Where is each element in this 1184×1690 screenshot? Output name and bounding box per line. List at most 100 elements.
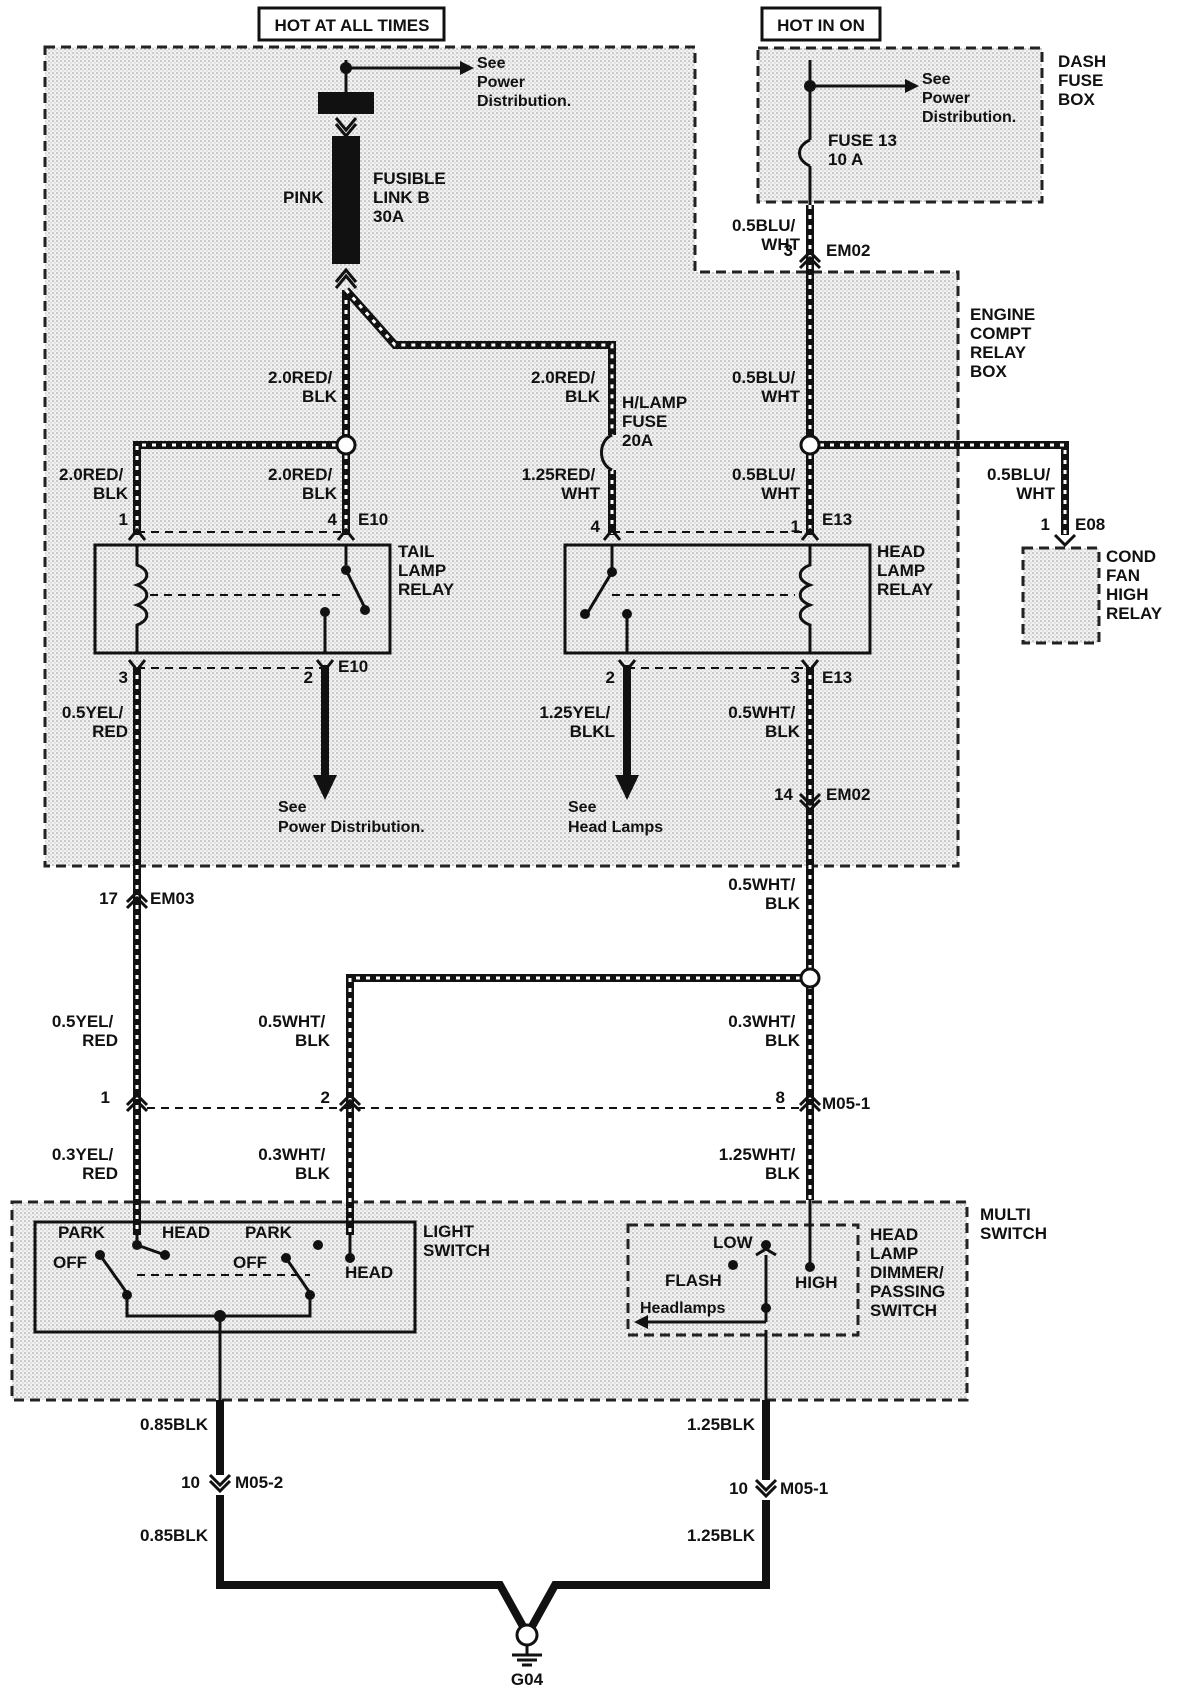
wire-label-0.5yel-red-2: 0.5YEL/ RED xyxy=(52,1012,118,1050)
wire-wht-blk xyxy=(346,665,814,1235)
tail-lamp-relay-label: TAIL LAMP RELAY xyxy=(398,542,455,599)
wire-ground-right xyxy=(526,1400,778,1632)
connector-m05-1-label-1: M05-1 xyxy=(822,1094,870,1113)
light-switch xyxy=(33,1220,417,1400)
connector-e10-label-2: E10 xyxy=(338,657,368,676)
connector-em03 xyxy=(125,889,149,910)
see-power-distribution-dash: See Power Distribution. xyxy=(922,71,1016,126)
multi-switch-label: MULTI SWITCH xyxy=(980,1205,1047,1243)
ground-g04 xyxy=(512,1623,542,1667)
flash-label: FLASH xyxy=(665,1271,722,1290)
wire-label-2.0red-blk-3: 2.0RED/ BLK xyxy=(59,465,129,503)
fusible-link-b xyxy=(318,60,474,289)
fuse-13-label: FUSE 13 10 A xyxy=(828,131,902,169)
wire-label-0.5blu-wht-2: 0.5BLU/ WHT xyxy=(732,368,801,406)
park-label-2: PARK xyxy=(245,1223,293,1242)
wire-label-0.5wht-blk-1: 0.5WHT/ BLK xyxy=(728,703,801,741)
dash-fuse-box-label: DASH FUSE BOX xyxy=(1058,52,1111,109)
pin-14-em02: 14 xyxy=(774,785,793,804)
connector-em02-top xyxy=(798,249,822,270)
pin-1-e10: 1 xyxy=(119,510,128,529)
pin-4-e13: 4 xyxy=(591,517,601,536)
light-switch-label: LIGHT SWITCH xyxy=(423,1222,490,1260)
connector-em02-label-2: EM02 xyxy=(826,785,870,804)
dimmer-passing-switch xyxy=(626,1200,860,1410)
tail-lamp-relay xyxy=(93,527,392,673)
pin-1-e08: 1 xyxy=(1041,515,1050,534)
headlamps-label: Headlamps xyxy=(640,1300,725,1317)
wire-label-0.5wht-blk-3: 0.5WHT/ BLK xyxy=(258,1012,331,1050)
wire-to-power-distribution xyxy=(313,665,337,800)
wire-label-1.25red-wht: 1.25RED/ WHT xyxy=(522,465,601,503)
multi-switch-region xyxy=(10,1200,969,1402)
wire-red-blk-tail xyxy=(133,441,350,535)
fusible-link-label: FUSIBLE LINK B 30A xyxy=(373,169,450,226)
pin-8-m05-1: 8 xyxy=(776,1088,785,1107)
head-label-2: HEAD xyxy=(345,1263,393,1282)
cond-fan-relay-region xyxy=(1021,546,1101,645)
wire-label-1.25yel-blkl: 1.25YEL/ BLKL xyxy=(539,703,615,741)
wire-label-0.3wht-blk-2: 0.3WHT/ BLK xyxy=(258,1145,331,1183)
off-label-1: OFF xyxy=(53,1253,87,1272)
pin-4-e10: 4 xyxy=(328,510,338,529)
wire-label-2.0red-blk-1: 2.0RED/ BLK xyxy=(268,368,338,406)
pin-17-em03: 17 xyxy=(99,889,118,908)
wire-label-1.25blk-2: 1.25BLK xyxy=(687,1526,756,1545)
high-label: HIGH xyxy=(795,1273,838,1292)
wire-label-1.25wht-blk: 1.25WHT/ BLK xyxy=(719,1145,801,1183)
wire-label-0.85blk-2: 0.85BLK xyxy=(140,1526,209,1545)
ground-g04-label: G04 xyxy=(511,1670,544,1689)
head-lamp-relay xyxy=(563,527,872,673)
see-head-lamps: See Head Lamps xyxy=(568,799,663,836)
connector-e13-label-2: E13 xyxy=(822,668,852,687)
see-power-distribution-top: See Power Distribution. xyxy=(477,55,571,110)
hlamp-fuse-symbol xyxy=(600,433,613,472)
connector-em02-bottom xyxy=(798,792,822,813)
header-hot-at-all-times-text: HOT AT ALL TIMES xyxy=(275,16,430,35)
cond-fan-high-relay-label: COND FAN HIGH RELAY xyxy=(1106,547,1163,623)
connector-e13-label-1: E13 xyxy=(822,510,852,529)
connector-em02-label-1: EM02 xyxy=(826,241,870,260)
pin-10-m05-2: 10 xyxy=(181,1473,200,1492)
engine-compt-relay-box-region xyxy=(43,45,960,868)
connector-m05-1-top xyxy=(125,1092,822,1113)
connector-e08-label: E08 xyxy=(1075,515,1105,534)
wire-label-0.5blu-wht-1: 0.5BLU/ WHT xyxy=(732,216,801,254)
wire-label-2.0red-blk-4: 2.0RED/ BLK xyxy=(268,465,338,503)
wire-label-0.5blu-wht-3: 0.5BLU/ WHT xyxy=(732,465,801,503)
splice-wht-blk xyxy=(799,967,821,989)
connector-m05-1-label-2: M05-1 xyxy=(780,1479,828,1498)
pin-2-e13: 2 xyxy=(606,668,615,687)
pin-2-e10: 2 xyxy=(304,668,313,687)
hlamp-fuse-label: H/LAMP FUSE 20A xyxy=(622,393,692,450)
wire-label-1.25blk-1: 1.25BLK xyxy=(687,1415,756,1434)
pin-1-m05-1: 1 xyxy=(101,1088,110,1107)
low-label: LOW xyxy=(713,1233,754,1252)
head-lamp-relay-label: HEAD LAMP RELAY xyxy=(877,542,934,599)
pin-1-e13: 1 xyxy=(791,517,800,536)
header-hot-at-all-times: HOT AT ALL TIMES xyxy=(257,6,446,42)
engine-compt-relay-box-label: ENGINE COMPT RELAY BOX xyxy=(970,305,1040,381)
wire-red-blk-main xyxy=(342,287,616,445)
pin-3-e10: 3 xyxy=(119,668,128,687)
connector-e08 xyxy=(1053,533,1077,548)
off-label-2: OFF xyxy=(233,1253,267,1272)
pin-3-em02: 3 xyxy=(784,241,793,260)
see-power-distribution-tail: See Power Distribution. xyxy=(278,799,425,836)
dimmer-passing-switch-label: HEAD LAMP DIMMER/ PASSING SWITCH xyxy=(870,1225,950,1320)
pin-2-m05-1: 2 xyxy=(321,1088,330,1107)
connector-e10-label-1: E10 xyxy=(358,510,388,529)
wire-label-0.5yel-red-1: 0.5YEL/ RED xyxy=(62,703,128,741)
wire-label-0.85blk-1: 0.85BLK xyxy=(140,1415,209,1434)
wire-ground-left xyxy=(208,1400,529,1632)
pin-10-m05-1: 10 xyxy=(729,1479,748,1498)
header-hot-in-on-text: HOT IN ON xyxy=(777,16,865,35)
head-label-1: HEAD xyxy=(162,1223,210,1242)
wire-label-0.3wht-blk-1: 0.3WHT/ BLK xyxy=(728,1012,801,1050)
splice-red-blk xyxy=(335,434,357,456)
wire-to-head-lamps xyxy=(615,665,639,800)
pin-3-e13: 3 xyxy=(791,668,800,687)
fusible-link-color-label: PINK xyxy=(283,188,324,207)
wire-label-0.5wht-blk-2: 0.5WHT/ BLK xyxy=(728,875,801,913)
fuse-13 xyxy=(798,60,919,205)
